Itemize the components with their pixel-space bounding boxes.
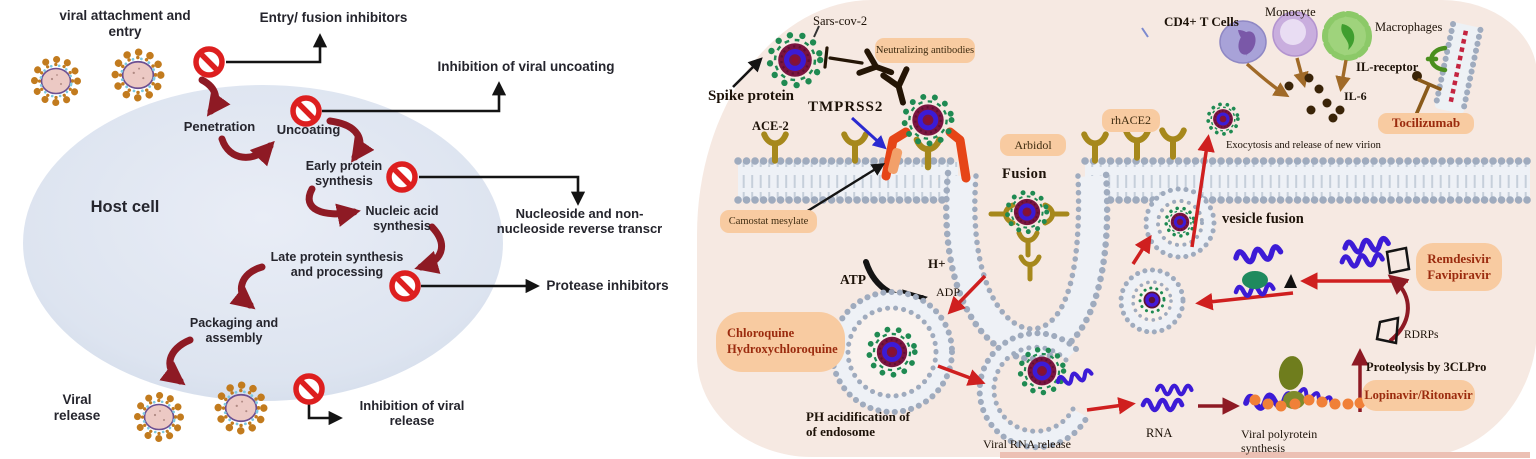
label-viral-rna-release: Viral RNA release [983, 437, 1071, 451]
label-inhibition-uncoating: Inhibition of viral uncoating [437, 59, 615, 74]
drug-box-camostat: Camostat mesylate [720, 210, 817, 233]
rhace2-receptor [1162, 130, 1184, 156]
label-inhibition-release: Inhibition of viral release [359, 398, 465, 429]
macrophage-cell [1322, 11, 1372, 61]
label-viral-attachment: viral attachment and entry [59, 8, 191, 39]
label-protease-inhibitors: Protease inhibitors [546, 278, 669, 293]
label-atp: ATP [840, 272, 866, 287]
label-monocyte: Monocyte [1265, 5, 1316, 19]
label-rdrps: RDRPs [1404, 329, 1439, 341]
sars-pointer-tick [813, 25, 820, 38]
figure-bottom-edge [1000, 452, 1530, 458]
il6-dots [1284, 73, 1345, 123]
drug-box-arbidol: Arbidol [1000, 134, 1066, 156]
virion-attaching-2 [115, 52, 161, 98]
label-viral-polyprotein: Viral polyrotein synthesis [1241, 427, 1318, 455]
label-cd4-t-cells: CD4+ T Cells [1164, 14, 1239, 29]
label-nucleic-acid: Nucleic acid synthesis [365, 204, 439, 233]
tmprss2-pointer-arrow [850, 116, 887, 150]
stray-mark [1141, 27, 1149, 38]
label-h-plus: H+ [928, 256, 946, 271]
viral-rna [1057, 238, 1389, 410]
rdrp-symbol [1375, 246, 1411, 345]
label-viral-release: Viral release [53, 392, 101, 423]
label-exocytosis: Exocytosis and release of new virion [1226, 140, 1381, 151]
prohibition-icon-release [296, 376, 322, 402]
tmprss2-cleft [887, 148, 903, 174]
monocyte-cell [1272, 11, 1318, 57]
rhace2-receptor [1126, 131, 1148, 157]
antibody-icon [883, 69, 914, 105]
label-il-receptor: IL-receptor [1356, 60, 1419, 74]
cytokine-arrows [1245, 57, 1351, 98]
rhace2-receptor [1084, 134, 1106, 160]
virion-priming [904, 96, 951, 143]
prohibition-icon-synthesis [389, 164, 415, 190]
host-cell-shape [23, 85, 503, 401]
tocilizumab-t-bar [1414, 78, 1442, 117]
replicase-oval [1242, 271, 1268, 289]
label-rna: RNA [1146, 426, 1173, 440]
sars-cov-2-virion [770, 35, 820, 85]
label-spike-protein: Spike protein [708, 88, 794, 104]
drug-box-lopinavir-ritonavir: Lopinavir/Ritonavir [1362, 380, 1475, 411]
label-fusion: Fusion [1002, 166, 1047, 182]
prohibition-icon-entry [196, 49, 222, 75]
vesicle-assembled [1118, 267, 1186, 335]
tmprss2-protein [881, 127, 971, 183]
ace2-receptor-pit [1021, 257, 1039, 279]
prohibition-icon-uncoating [293, 98, 319, 124]
ace2-receptor [844, 134, 866, 160]
virion-exocytosed [1206, 102, 1240, 136]
label-sars-cov-2: Sars-cov-2 [813, 14, 868, 28]
label-late-protein: Late protein synthesis and processing [270, 250, 404, 279]
ace2-receptor-pit [1019, 233, 1037, 255]
label-tmprss2: TMPRSS2 [808, 99, 884, 115]
drug-box-rhace2: rhACE2 [1102, 109, 1160, 132]
label-il6: IL-6 [1344, 89, 1367, 103]
label-penetration: Penetration [183, 119, 256, 134]
spike-pointer-arrow [732, 57, 763, 88]
inhibitor-connectors [226, 33, 586, 426]
label-vesicle-fusion: vesicle fusion [1222, 211, 1304, 227]
drug-box-chloroquine: Chloroquine Hydroxychloroquine [716, 312, 845, 372]
drug-box-tocilizumab: Tocilizumab [1378, 113, 1474, 134]
label-host-cell: Host cell [90, 198, 160, 216]
cd4-t-cell [1219, 20, 1267, 64]
virion-in-pit [1007, 192, 1046, 231]
camostat-pointer [805, 163, 886, 214]
virion-attaching-1 [35, 60, 78, 103]
neutralization-t-bar [823, 46, 864, 69]
label-adp: ADP [936, 285, 961, 299]
label-ace2: ACE-2 [752, 119, 789, 133]
membrane-strip [1432, 21, 1484, 115]
virion-released-1 [138, 396, 181, 439]
label-proteolysis: Proteolysis by 3CLPro [1366, 360, 1487, 374]
label-entry-fusion-inhibitors: Entry/ fusion inhibitors [259, 10, 408, 25]
plasma-membrane-right [1081, 157, 1534, 204]
label-macrophages: Macrophages [1375, 20, 1443, 34]
label-reverse-transcriptase: Nucleoside and non-nucleoside reverse tr… [496, 206, 663, 237]
label-early-protein: Early protein synthesis [305, 159, 383, 188]
label-uncoating: Uncoating [276, 122, 341, 137]
il-receptor-glyph [1425, 45, 1448, 73]
cycle-arrows [159, 76, 445, 386]
label-ph-acidification: PH acidification of of endosome [806, 409, 910, 439]
label-packaging: Packaging and assembly [189, 316, 279, 345]
ace2-receptor [764, 134, 786, 160]
drug-box-remdesivir-favipiravir: Remdesivir Favipiravir [1416, 243, 1502, 291]
replicase-triangle [1284, 274, 1297, 288]
drug-box-neutralizing-antibodies: Neutralizing antibodies [875, 38, 975, 63]
